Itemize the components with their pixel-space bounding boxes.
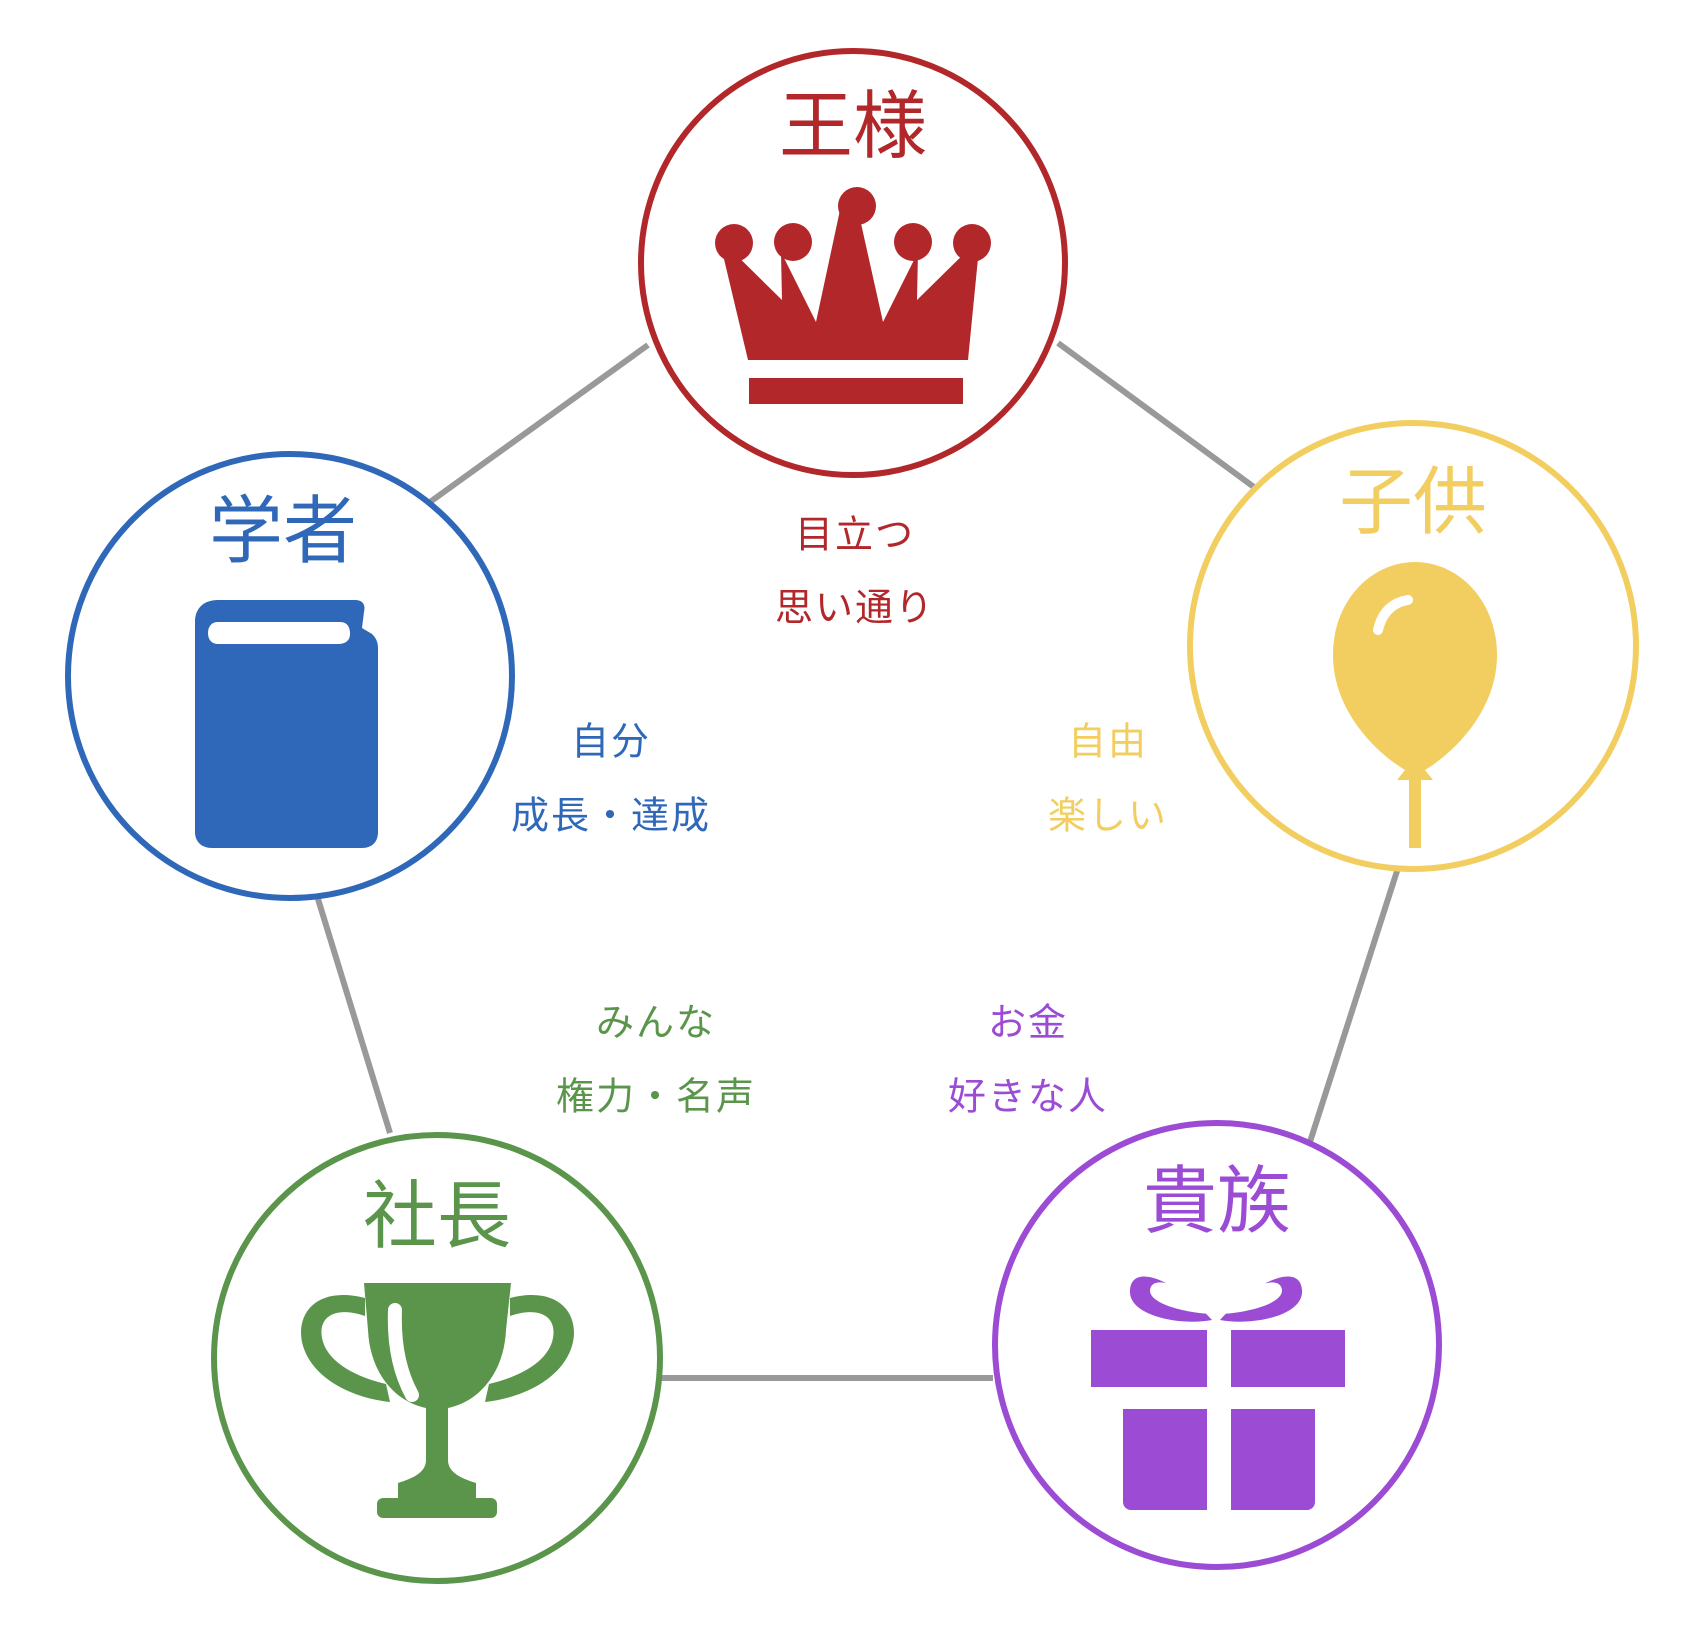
node-king: 王様 [638,48,1068,478]
node-king-title: 王様 [779,83,927,169]
keyword-noble-2: 好きな人 [948,1075,1108,1119]
keywords-scholar: 自分 成長・達成 [511,720,711,838]
node-child-title: 子供 [1339,459,1487,545]
connector-king-child [1056,340,1264,496]
keywords-noble: お金 好きな人 [948,1001,1108,1119]
node-president-title: 社長 [363,1173,511,1259]
keywords-king: 目立つ 思い通り [775,513,935,630]
keyword-child-2: 楽しい [1048,794,1168,838]
keyword-president-2: 権力・名声 [556,1075,756,1119]
keyword-scholar-2: 成長・達成 [511,794,711,838]
book-icon [195,600,378,848]
gift-icon [1091,1276,1345,1510]
keyword-president-1: みんな [596,1001,716,1045]
connector-president-scholar [315,898,393,1134]
node-noble: 貴族 [992,1120,1442,1570]
node-scholar-title: 学者 [209,488,357,574]
connector-scholar-king [428,342,650,505]
connector-child-noble [1305,867,1401,1149]
crown-icon [715,187,991,404]
keyword-king-2: 思い通り [775,586,935,630]
node-noble-title: 貴族 [1143,1158,1291,1244]
keyword-scholar-1: 自分 [571,720,651,764]
node-child: 子供 [1187,420,1639,872]
balloon-icon [1333,562,1497,848]
keyword-child-1: 自由 [1068,720,1148,764]
trophy-icon [301,1283,574,1518]
node-president: 社長 [211,1132,663,1584]
keywords-president: みんな 権力・名声 [556,1001,756,1119]
keyword-king-1: 目立つ [795,513,915,557]
pentagon-connectors [315,340,1401,1381]
keyword-noble-1: お金 [988,1001,1068,1045]
node-scholar: 学者 [65,451,515,901]
keywords-child: 自由 楽しい [1048,720,1168,838]
